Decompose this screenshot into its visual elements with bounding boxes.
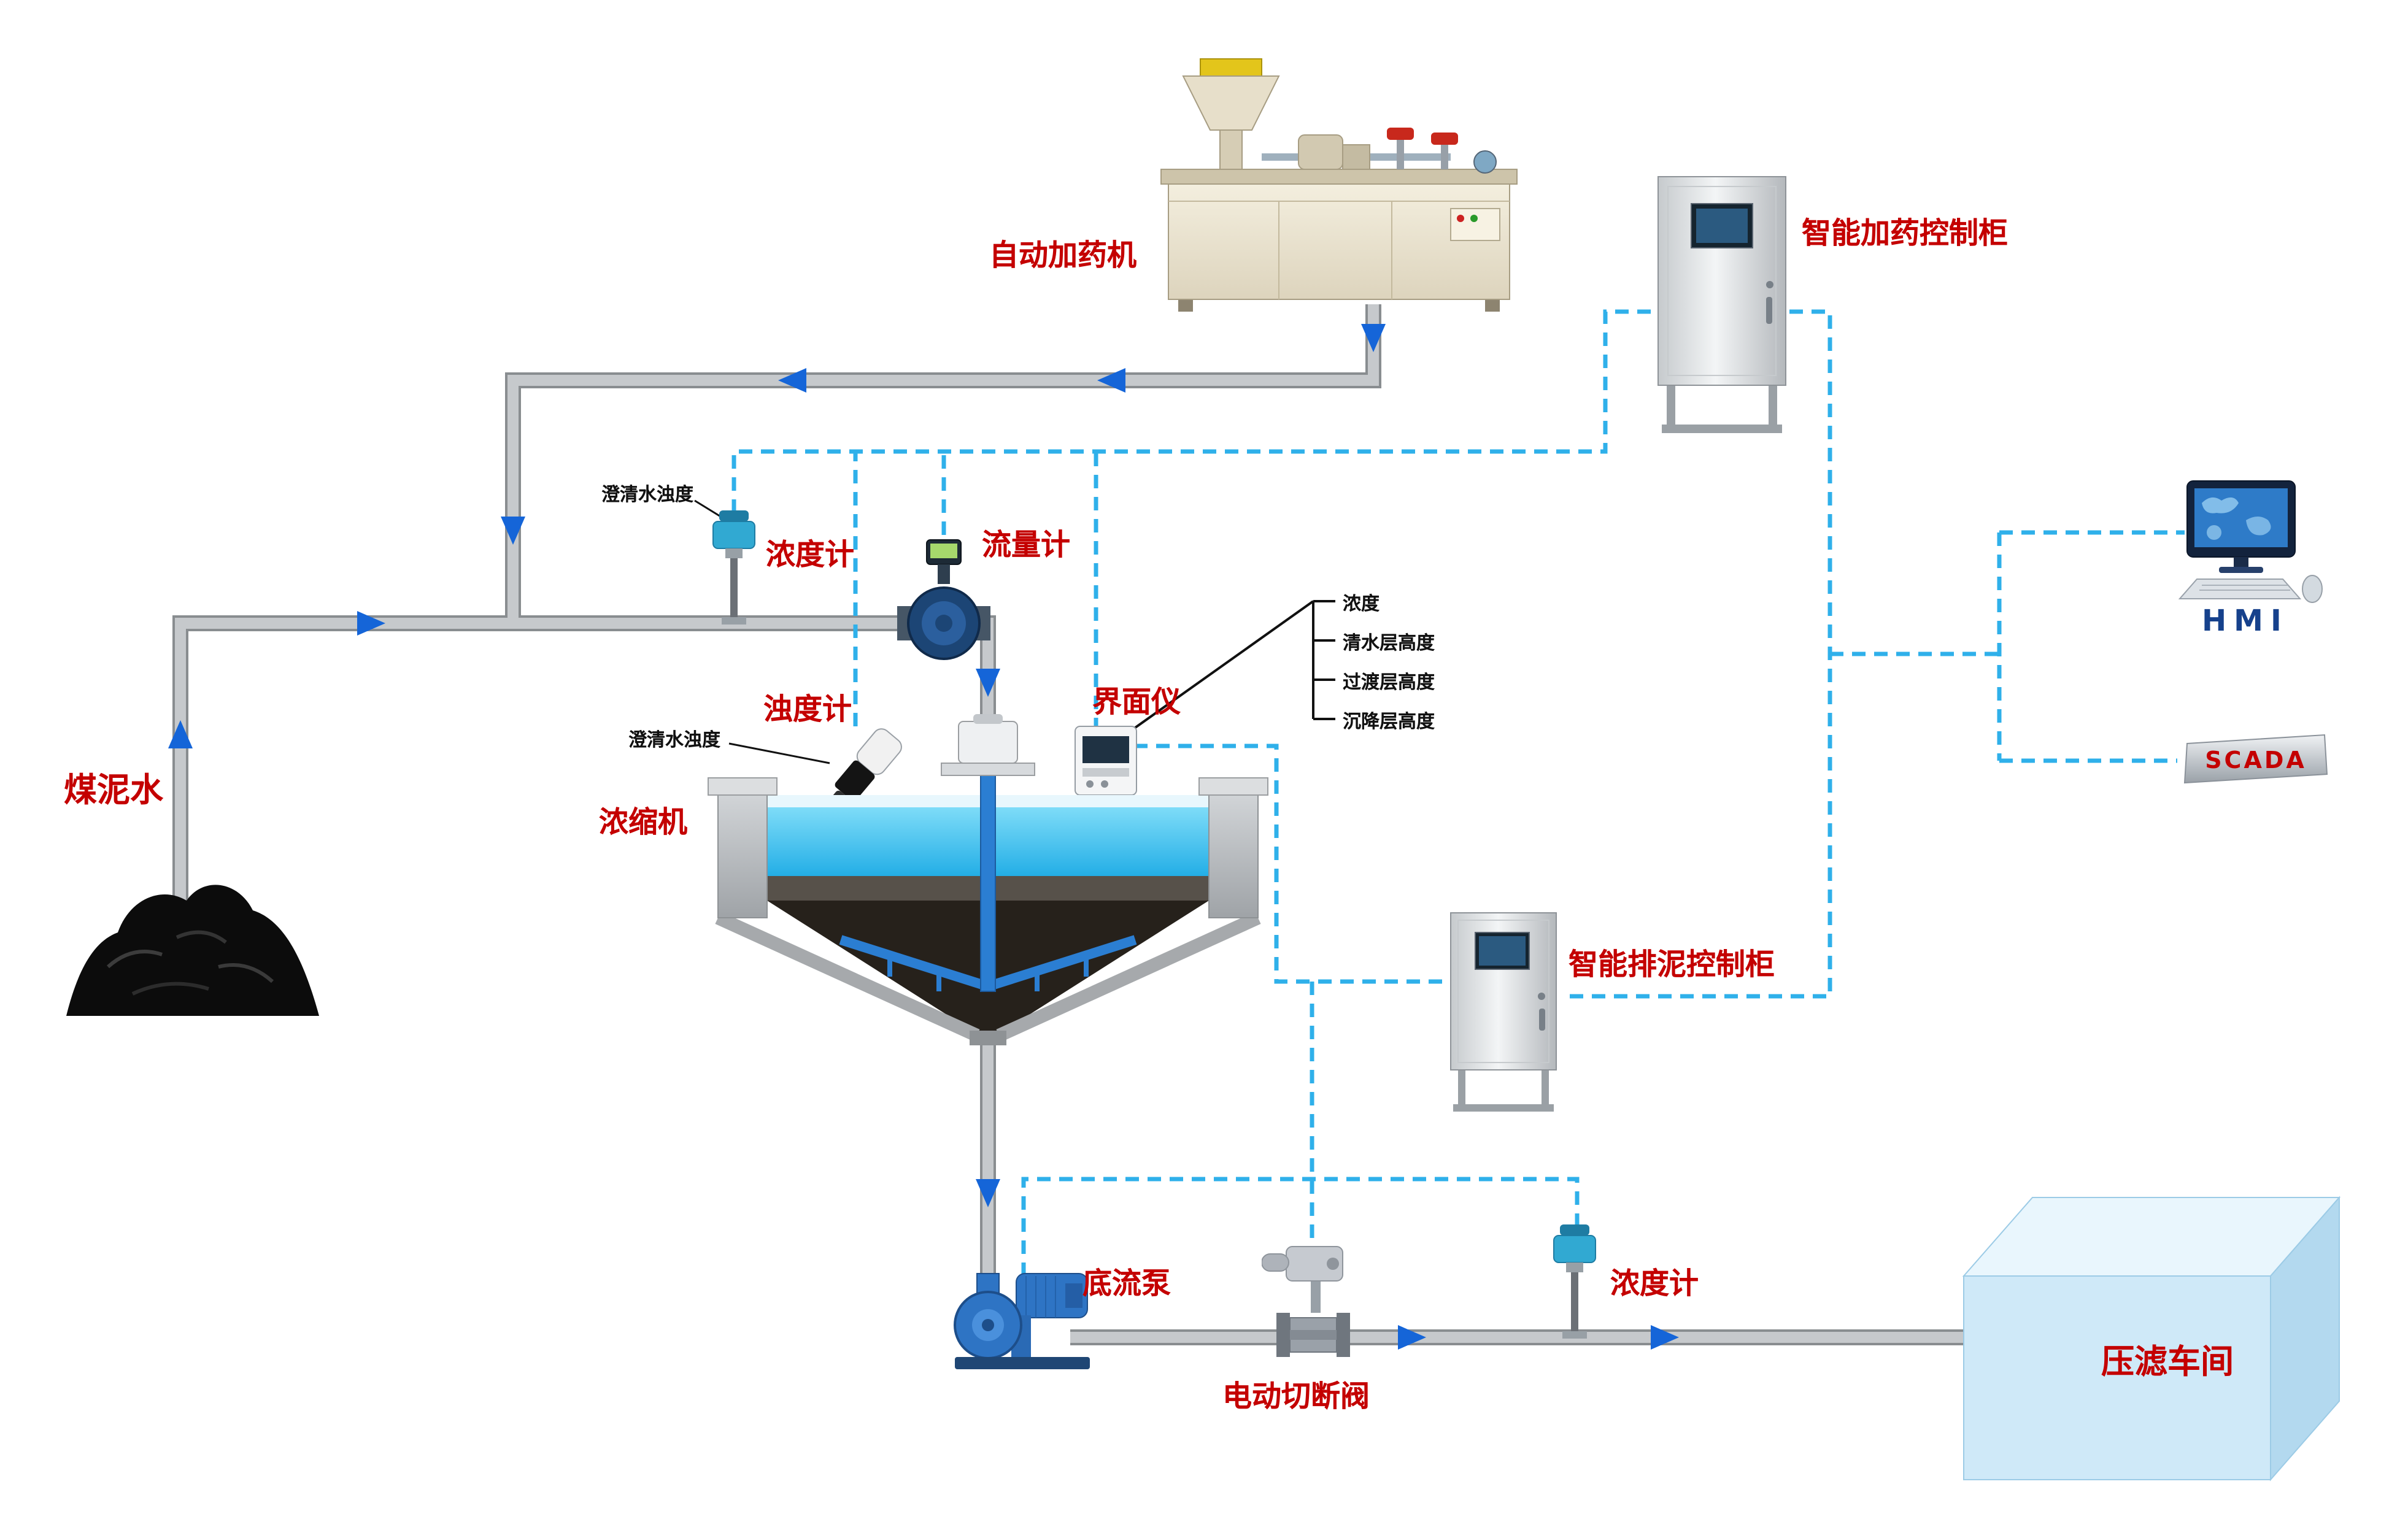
concentration-sensor-icon: [1553, 1224, 1596, 1339]
scada-plate: SCADA: [2180, 731, 2332, 793]
arrow-left-icon: [1097, 368, 1125, 393]
signal-lines: [731, 309, 2185, 1276]
label-interface-reading-clear-layer: 清水层高度: [1343, 632, 1435, 654]
label-turbidity-meter: 浊度计: [763, 692, 852, 726]
dosing-cabinet-graphic: [1652, 174, 1792, 442]
hmi-computer-icon: [2178, 480, 2323, 603]
label-coal-slurry: 煤泥水: [64, 772, 163, 810]
mud-cabinet-graphic: [1446, 910, 1561, 1119]
label-hmi: HMI: [2202, 604, 2289, 638]
flow-meter-graphic: [895, 537, 993, 667]
thickener-icon: [708, 714, 1268, 1045]
label-underflow-pump: 底流泵: [1082, 1266, 1171, 1301]
control-cabinet-icon: [1450, 912, 1557, 1112]
concentration-meter-top-graphic: [707, 508, 761, 633]
arrow-down-icon: [501, 517, 525, 545]
arrow-right-icon: [357, 611, 385, 636]
label-filter-press: 压滤车间: [2101, 1343, 2234, 1382]
label-clarified-water-turbidity-1: 澄清水浊度: [601, 483, 694, 505]
coal-pile-icon: [66, 885, 319, 1016]
control-cabinet-icon: [1657, 176, 1786, 433]
arrow-up-icon: [168, 720, 193, 748]
label-interface-reading-transition-layer: 过渡层高度: [1343, 671, 1435, 693]
annotation-lines: [694, 499, 1335, 764]
dosing-machine-icon: [1160, 58, 1518, 312]
dosing-machine-graphic: [1151, 44, 1526, 319]
coal-pile-graphic: [59, 820, 329, 1031]
arrow-down-icon: [1361, 324, 1386, 352]
hmi-computer-graphic: [2160, 479, 2332, 613]
arrow-right-icon: [1398, 1325, 1426, 1350]
arrow-down-icon: [976, 1179, 1000, 1207]
scada-plate-icon: SCADA: [2183, 734, 2328, 784]
label-interface-reading-settled-layer: 沉降层高度: [1343, 710, 1435, 732]
filter-press-workshop-graphic: [1961, 1180, 2342, 1489]
flow-arrows: [168, 324, 1679, 1350]
label-mud-cabinet: 智能排泥控制柜: [1569, 947, 1775, 982]
scada-label: SCADA: [2205, 747, 2307, 774]
label-concentration-meter-top: 浓度计: [766, 537, 854, 572]
arrow-down-icon: [976, 669, 1000, 697]
label-interface-meter: 界面仪: [1092, 685, 1181, 719]
electric-valve-graphic: [1261, 1242, 1367, 1364]
flow-meter-icon: [897, 539, 990, 660]
label-flow-meter: 流量计: [982, 528, 1070, 562]
label-dosing-machine: 自动加药机: [989, 238, 1136, 272]
label-electric-valve: 电动切断阀: [1222, 1379, 1370, 1413]
thickener-graphic: [706, 714, 1270, 1053]
arrow-left-icon: [778, 368, 806, 393]
concentration-meter-bottom-graphic: [1548, 1222, 1602, 1347]
label-clarified-water-turbidity-2: 澄清水浊度: [628, 729, 721, 751]
arrow-right-icon: [1651, 1325, 1679, 1350]
valve-icon: [1261, 1246, 1350, 1357]
label-dosing-cabinet: 智能加药控制柜: [1802, 216, 2008, 250]
label-thickener: 浓缩机: [599, 805, 687, 839]
concentration-sensor-icon: [712, 510, 755, 625]
pump-icon: [954, 1273, 1090, 1369]
label-concentration-meter-bottom: 浓度计: [1610, 1266, 1699, 1301]
underflow-pump-graphic: [947, 1242, 1097, 1377]
building-icon: [1962, 1196, 2341, 1482]
label-interface-reading-concentration: 浓度: [1343, 593, 1380, 615]
